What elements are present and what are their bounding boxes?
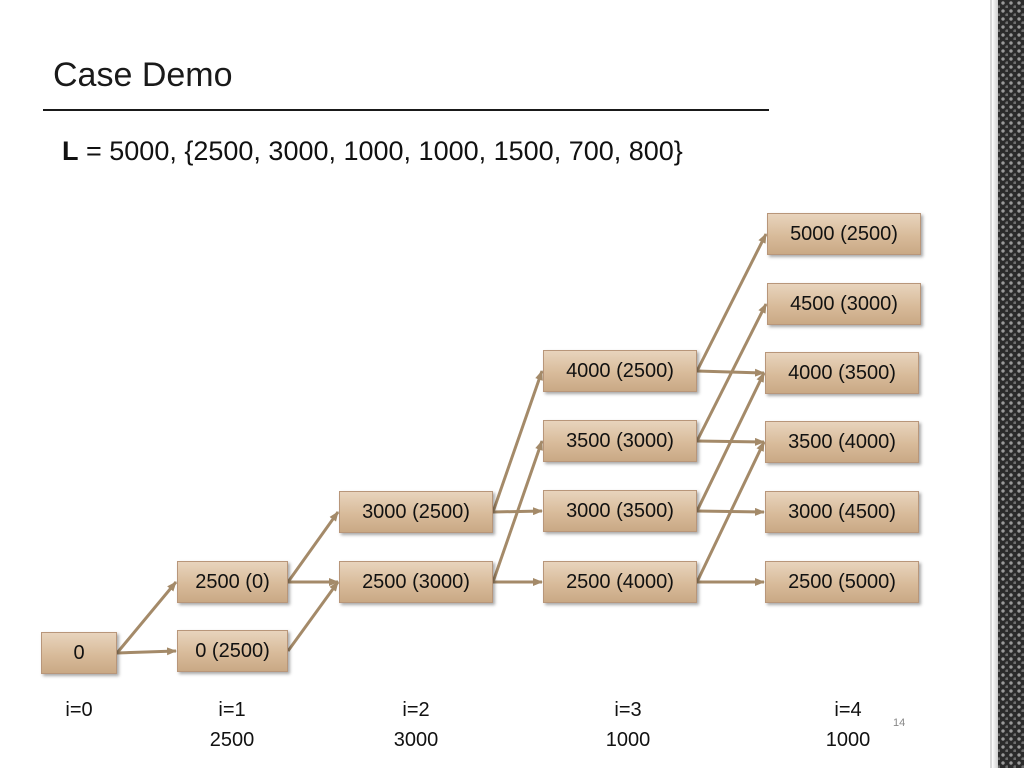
problem-statement: L = 5000, {2500, 3000, 1000, 1000, 1500,…	[62, 136, 683, 167]
page-number: 14	[893, 717, 906, 729]
edge-n1a-n2a	[286, 511, 340, 583]
edge-n3b-n4b	[695, 303, 768, 442]
stage-index-3: i=3	[614, 699, 642, 721]
stage-index-1: i=1	[218, 699, 246, 721]
stage-weight-1: 2500	[209, 729, 255, 751]
dp-node-2b: 2500 (3000)	[339, 561, 493, 603]
dp-node-1a: 2500 (0)	[177, 561, 288, 603]
dp-node-3c: 3000 (3500)	[543, 490, 697, 532]
edge-n0-n1a	[115, 581, 178, 654]
dp-node-3b: 3500 (3000)	[543, 420, 697, 462]
edge-n2b-n3b	[491, 440, 544, 583]
edge-n1b-n2b	[286, 581, 340, 652]
dp-node-4d: 3500 (4000)	[765, 421, 919, 463]
title-divider	[43, 109, 769, 111]
dp-node-3a: 4000 (2500)	[543, 350, 697, 392]
dp-node-0: 0	[41, 632, 117, 674]
stage-weight-4: 1000	[825, 729, 871, 751]
dp-node-4b: 4500 (3000)	[767, 283, 921, 325]
slide-title: Case Demo	[53, 56, 233, 94]
dp-node-1b: 0 (2500)	[177, 630, 288, 672]
edge-n3d-n4d	[695, 441, 766, 583]
dp-node-4f: 2500 (5000)	[765, 561, 919, 603]
problem-variable: L	[62, 136, 79, 166]
edge-n2a-n3a	[491, 370, 544, 513]
dp-node-4a: 5000 (2500)	[767, 213, 921, 255]
stage-index-4: i=4	[834, 699, 862, 721]
edge-n3c-n4c	[695, 372, 766, 512]
stage-weight-3: 1000	[605, 729, 651, 751]
dp-node-3d: 2500 (4000)	[543, 561, 697, 603]
dp-node-4e: 3000 (4500)	[765, 491, 919, 533]
decorative-side-strip	[990, 0, 1024, 768]
dp-node-2a: 3000 (2500)	[339, 491, 493, 533]
edge-n3a-n4a	[695, 233, 768, 372]
problem-values: = 5000, {2500, 3000, 1000, 1000, 1500, 7…	[78, 136, 683, 166]
dp-node-4c: 4000 (3500)	[765, 352, 919, 394]
stage-index-2: i=2	[402, 699, 430, 721]
stage-index-0: i=0	[65, 699, 93, 721]
edge-n0-n1b	[116, 647, 177, 656]
stage-weight-2: 3000	[393, 729, 439, 751]
